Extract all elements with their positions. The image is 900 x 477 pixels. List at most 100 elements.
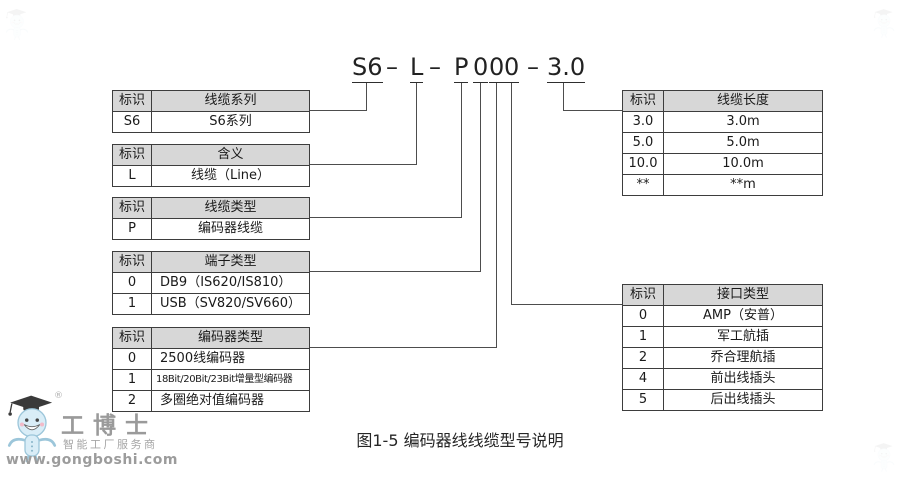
connector-line — [416, 83, 417, 165]
connector-line — [309, 110, 367, 111]
table-cell: 4 — [622, 368, 664, 390]
connector-line — [461, 83, 462, 218]
table-cell: 0 — [112, 348, 152, 370]
table-cable-length: 标识 线缆长度 3.0 3.0m 5.0 5.0m 10.0 10.0m ** … — [622, 90, 823, 196]
connector-line — [563, 110, 622, 111]
table-row: 0 DB9（IS620/IS810） — [112, 272, 310, 294]
table-cell: 5.0m — [663, 132, 823, 154]
table-cell: S6系列 — [151, 111, 310, 133]
table-row: S6 S6系列 — [112, 111, 310, 133]
gongboshi-logo: ® 工博士 智能工厂服务商 www.gongboshi.com — [4, 386, 177, 474]
connector-line — [309, 347, 497, 348]
table-cell: L — [112, 165, 152, 187]
model-separator: – — [386, 53, 398, 81]
table-row: 0 2500线编码器 — [112, 348, 310, 370]
figure-caption: 图1-5 编码器线线缆型号说明 — [356, 431, 564, 450]
table-row: 2 乔合理航插 — [622, 347, 823, 369]
table-header-cell: 标识 — [112, 251, 152, 273]
logo-tagline: 智能工厂服务商 — [63, 438, 158, 451]
table-header-cell: 端子类型 — [151, 251, 310, 273]
table-header-cell: 线缆长度 — [663, 90, 823, 112]
table-cell: 编码器线缆 — [151, 218, 310, 240]
table-cell: DB9（IS620/IS810） — [151, 272, 310, 294]
table-cable-type: 标识 线缆类型 P 编码器线缆 — [112, 197, 310, 240]
corner-watermark-icon — [873, 8, 895, 38]
table-header-cell: 标识 — [112, 327, 152, 349]
table-header-row: 标识 端子类型 — [112, 251, 310, 273]
table-row: L 线缆（Line） — [112, 165, 310, 187]
model-segment-series: S6 — [352, 53, 383, 83]
table-cell: 2 — [622, 347, 664, 369]
table-header-cell: 线缆类型 — [151, 197, 310, 219]
table-row: 0 AMP（安普） — [622, 305, 823, 327]
model-segment-length: 3.0 — [547, 53, 586, 83]
table-header-cell: 编码器类型 — [151, 327, 310, 349]
table-header-cell: 接口类型 — [663, 284, 823, 306]
table-cell: 5.0 — [622, 132, 664, 154]
table-header-cell: 含义 — [151, 144, 310, 166]
table-row: 10.0 10.0m — [622, 153, 823, 175]
table-header-row: 标识 线缆类型 — [112, 197, 310, 219]
table-row: 1 USB（SV820/SV660） — [112, 293, 310, 315]
connector-line — [309, 217, 462, 218]
table-row: 1 军工航插 — [622, 326, 823, 348]
table-interface-type: 标识 接口类型 0 AMP（安普） 1 军工航插 2 乔合理航插 4 前出线插头… — [622, 284, 823, 411]
table-meaning: 标识 含义 L 线缆（Line） — [112, 144, 310, 187]
table-cell: 1 — [622, 326, 664, 348]
table-header-row: 标识 接口类型 — [622, 284, 823, 306]
table-header-cell: 标识 — [622, 90, 664, 112]
table-header-cell: 线缆系列 — [151, 90, 310, 112]
table-row: 4 前出线插头 — [622, 368, 823, 390]
table-header-row: 标识 含义 — [112, 144, 310, 166]
table-header-row: 标识 线缆长度 — [622, 90, 823, 112]
corner-watermark-icon — [5, 8, 29, 41]
table-row: P 编码器线缆 — [112, 218, 310, 240]
connector-line — [309, 164, 417, 165]
logo-url: www.gongboshi.com — [6, 452, 178, 468]
table-header-cell: 标识 — [112, 144, 152, 166]
table-header-cell: 标识 — [112, 197, 152, 219]
table-cell: 10.0 — [622, 153, 664, 175]
table-cell: 线缆（Line） — [151, 165, 310, 187]
table-cell: 多圈绝对值编码器 — [151, 390, 310, 412]
table-encoder-type: 标识 编码器类型 0 2500线编码器 1 18Bit/20Bit/23Bit增… — [112, 327, 310, 412]
table-row: ** **m — [622, 174, 823, 196]
table-row: 5.0 5.0m — [622, 132, 823, 154]
connector-line — [511, 304, 622, 305]
table-cell: 18Bit/20Bit/23Bit增量型编码器 — [151, 369, 310, 391]
table-cell: 0 — [112, 272, 152, 294]
table-cell: 后出线插头 — [663, 389, 823, 411]
table-row: 5 后出线插头 — [622, 389, 823, 411]
table-cell: AMP（安普） — [663, 305, 823, 327]
table-cell: 前出线插头 — [663, 368, 823, 390]
connector-line — [511, 83, 512, 305]
table-cell: P — [112, 218, 152, 240]
connector-line — [563, 83, 564, 111]
table-row: 2 多圈绝对值编码器 — [112, 390, 310, 412]
connector-line — [480, 83, 481, 272]
table-cell: ** — [622, 174, 664, 196]
table-cell: 3.0 — [622, 111, 664, 133]
table-cell: **m — [663, 174, 823, 196]
model-segment-meaning: L — [410, 53, 424, 83]
model-segment-terminal: 0 — [473, 53, 489, 83]
table-cell: 0 — [622, 305, 664, 327]
table-cell: 10.0m — [663, 153, 823, 175]
table-cell: 乔合理航插 — [663, 347, 823, 369]
table-cell: S6 — [112, 111, 152, 133]
model-separator: – — [429, 53, 441, 81]
model-segment-encoder: 0 — [489, 53, 505, 83]
connector-line — [309, 271, 481, 272]
table-cell: 2500线编码器 — [151, 348, 310, 370]
connector-line — [366, 83, 367, 111]
table-cell: 3.0m — [663, 111, 823, 133]
table-cable-series: 标识 线缆系列 S6 S6系列 — [112, 90, 310, 133]
table-terminal-type: 标识 端子类型 0 DB9（IS620/IS810） 1 USB（SV820/S… — [112, 251, 310, 315]
table-header-cell: 标识 — [622, 284, 664, 306]
table-row: 3.0 3.0m — [622, 111, 823, 133]
table-header-row: 标识 线缆系列 — [112, 90, 310, 112]
model-segment-interface: 0 — [504, 53, 520, 83]
table-header-row: 标识 编码器类型 — [112, 327, 310, 349]
table-cell: 5 — [622, 389, 664, 411]
